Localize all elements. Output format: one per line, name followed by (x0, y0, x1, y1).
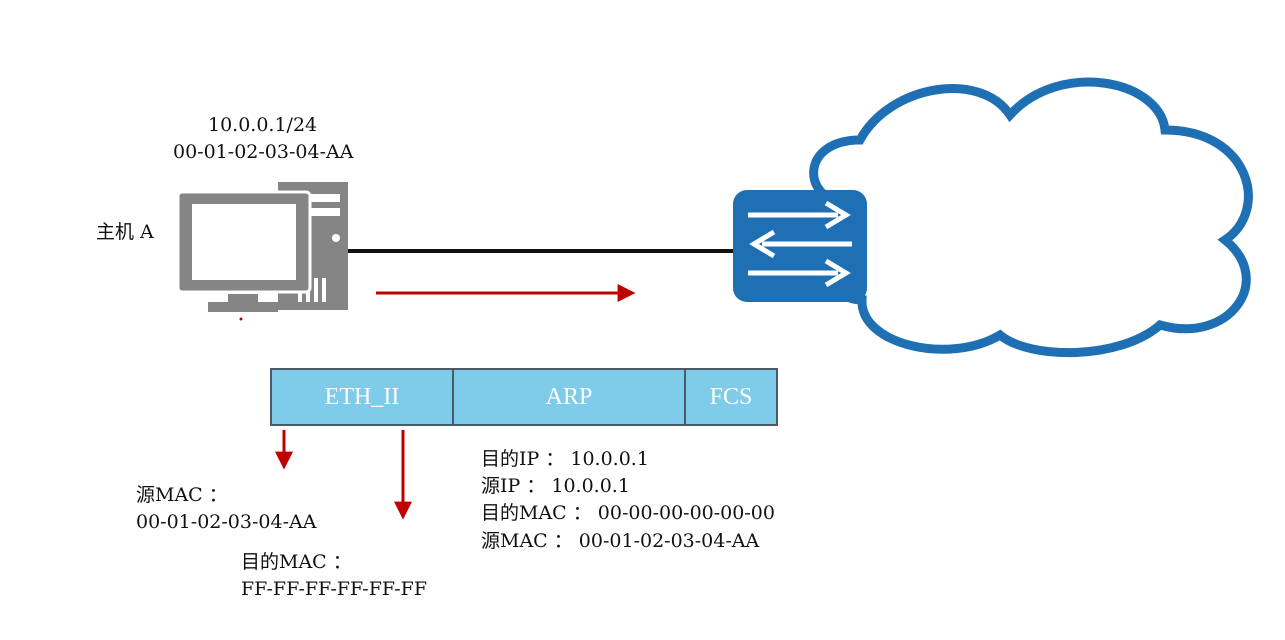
arp-src-ip: 源IP ： 10.0.0.1 (481, 475, 630, 497)
host-ip: 10.0.0.1/24 (208, 114, 318, 136)
arp-dst-ip: 目的IP ： 10.0.0.1 (481, 448, 649, 470)
eth-src-mac-value: 00-01-02-03-04-AA (136, 511, 317, 533)
frame-eth-field: ETH_II (270, 368, 454, 426)
host-label: 主机 A (96, 221, 154, 243)
eth-src-mac-label: 源MAC ： (136, 484, 228, 506)
frame-fcs-field: FCS (684, 368, 778, 426)
desktop-computer-icon (176, 182, 348, 312)
arp-src-mac: 源MAC ： 00-01-02-03-04-AA (481, 530, 760, 552)
eth-dst-mac-value: FF-FF-FF-FF-FF-FF (241, 578, 428, 600)
arp-dst-mac: 目的MAC ： 00-00-00-00-00-00 (481, 502, 775, 524)
cloud-icon (809, 77, 1253, 358)
eth-dst-mac-label: 目的MAC ： (241, 551, 352, 573)
frame-arp-field: ARP (452, 368, 686, 426)
switch-icon (733, 190, 867, 302)
host-mac: 00-01-02-03-04-AA (173, 141, 354, 163)
